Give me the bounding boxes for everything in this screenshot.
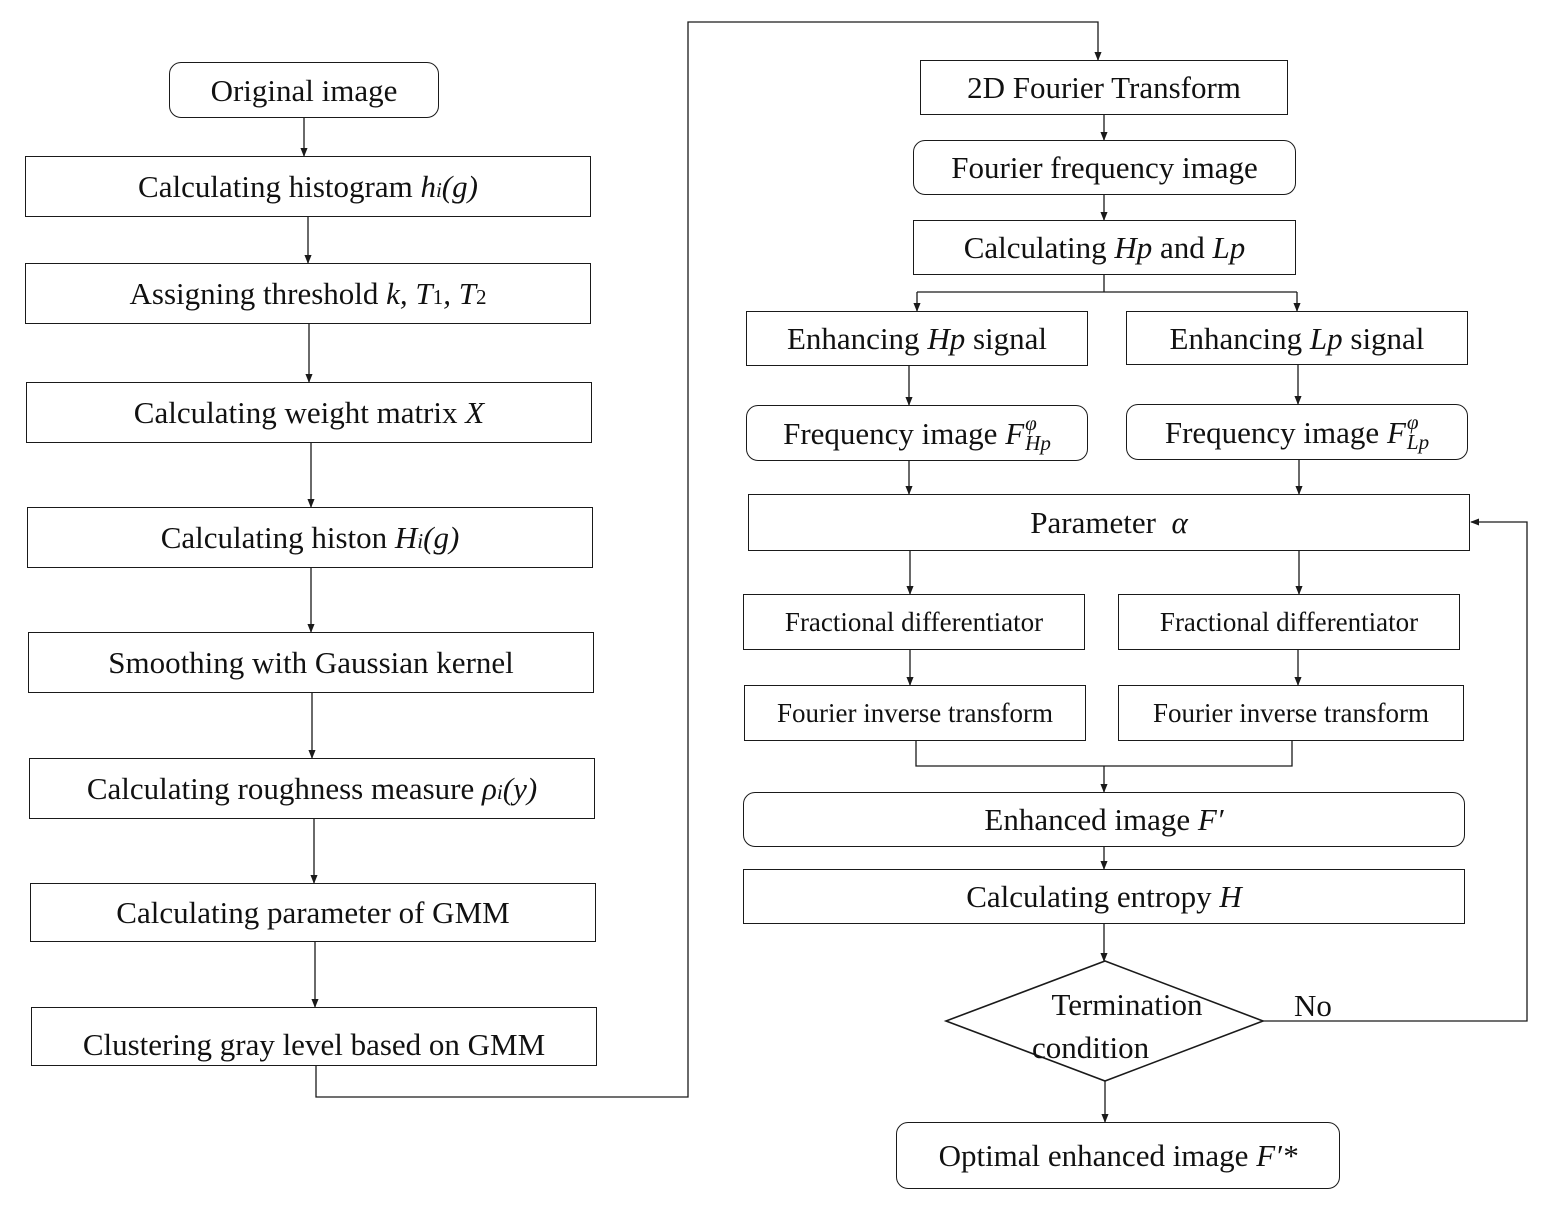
node-original-image: Original image — [169, 62, 439, 118]
node-enhanced-image: Enhanced image F′ — [743, 792, 1465, 847]
node-calculating-entropy: Calculating entropy H — [743, 869, 1465, 924]
label-prefix: Calculating entropy — [966, 879, 1220, 914]
label-subscript: i — [496, 780, 503, 804]
node-original-image-label: Original image — [210, 72, 398, 108]
label-suffix: signal — [965, 321, 1048, 356]
label-prefix: Calculating roughness measure — [86, 771, 482, 806]
edge-clustering-fourier — [315, 21, 1102, 1098]
node-calculating-roughness: Calculating roughness measure ρ i (y) — [29, 758, 595, 819]
label-math-hp: Hp — [1114, 230, 1153, 265]
label-math: F — [1005, 415, 1025, 451]
label-prefix: Calculating histogram — [138, 169, 421, 204]
termination-line-2: condition — [1032, 1030, 1150, 1066]
termination-diamond — [943, 960, 1266, 1082]
node-enhancing-hp: Enhancing Hp signal — [746, 311, 1088, 366]
label-math-mid: , T — [443, 276, 476, 311]
node-2d-fourier-label: 2D Fourier Transform — [967, 70, 1241, 105]
node-optimal-enhanced-image: Optimal enhanced image F′* — [896, 1122, 1340, 1189]
label-subscript-1: 1 — [432, 285, 444, 309]
edge-no-loop — [1263, 518, 1528, 1022]
label-math-lp: Lp — [1212, 230, 1246, 265]
node-fractional-differentiator-2: Fractional differentiator — [1118, 594, 1460, 650]
edge-label-no-text: No — [1294, 988, 1332, 1023]
node-frequency-image-hp: Frequency image F φ Hp — [746, 405, 1088, 461]
label-prefix: Frequency image — [1164, 414, 1387, 450]
label-prefix: Parameter — [1030, 505, 1172, 540]
label-math: h — [420, 169, 436, 204]
node-fourier-freq-label: Fourier frequency image — [951, 150, 1258, 185]
node-calculating-histon: Calculating histon H i (g) — [27, 507, 593, 568]
label-prefix: Optimal enhanced image — [938, 1138, 1257, 1173]
label-subscript: Lp — [1406, 430, 1430, 454]
node-clustering-label: Clustering gray level based on GMM — [82, 1027, 546, 1062]
label-prefix: Enhancing — [1169, 320, 1310, 356]
label-math: k, T — [386, 276, 433, 311]
node-frequency-image-lp: Frequency image F φ Lp — [1126, 404, 1468, 460]
label-math: F′ — [1197, 802, 1224, 837]
node-inv-fourier-2-label: Fourier inverse transform — [1153, 697, 1429, 728]
label-prefix: Calculating weight matrix — [133, 395, 466, 430]
edge-inv-merge — [915, 741, 1293, 767]
label-prefix: Calculating — [963, 230, 1115, 265]
label-subscript: Hp — [1025, 431, 1051, 455]
node-fourier-inverse-2: Fourier inverse transform — [1118, 685, 1464, 741]
node-calculating-weight-matrix: Calculating weight matrix X — [26, 382, 592, 443]
node-assigning-threshold: Assigning threshold k, T 1 , T 2 — [25, 263, 591, 324]
node-smoothing-gaussian: Smoothing with Gaussian kernel — [28, 632, 594, 693]
label-math: F — [1386, 414, 1406, 450]
termination-line-1: Termination — [1051, 987, 1203, 1022]
node-calculating-hp-lp: Calculating Hp and Lp — [913, 220, 1296, 275]
label-math: Lp — [1309, 320, 1343, 356]
label-prefix: Enhancing — [786, 321, 928, 356]
node-fractional-differentiator-1: Fractional differentiator — [743, 594, 1085, 650]
label-math: X — [465, 395, 485, 430]
label-subscript: i — [417, 529, 424, 553]
label-math: F′* — [1256, 1138, 1298, 1173]
label-suffix: (g) — [441, 169, 478, 204]
node-inv-fourier-1-label: Fourier inverse transform — [777, 697, 1053, 728]
node-fourier-frequency-image: Fourier frequency image — [913, 140, 1296, 195]
label-and: and — [1152, 230, 1213, 265]
node-parameter-alpha: Parameter α — [748, 494, 1470, 551]
label-prefix: Calculating histon — [160, 520, 395, 555]
label-prefix: Enhanced image — [984, 802, 1198, 837]
edge-label-no: No — [1294, 988, 1332, 1024]
node-frac-diff-2-label: Fractional differentiator — [1159, 606, 1419, 637]
node-frac-diff-1-label: Fractional differentiator — [784, 606, 1044, 637]
node-calculating-histogram: Calculating histogram h i (g) — [25, 156, 591, 217]
label-math: Hp — [927, 321, 966, 356]
label-superscript: φ — [1025, 410, 1037, 435]
label-math: H — [1219, 879, 1242, 914]
node-calc-gmm-label: Calculating parameter of GMM — [116, 895, 510, 930]
node-fourier-inverse-1: Fourier inverse transform — [744, 685, 1086, 741]
node-termination-condition: Termination condition — [1000, 983, 1236, 1070]
label-prefix: Assigning threshold — [129, 276, 387, 311]
label-subscript: i — [435, 178, 442, 202]
node-enhancing-lp: Enhancing Lp signal — [1126, 311, 1468, 365]
label-suffix: (y) — [502, 771, 538, 806]
label-suffix: (g) — [423, 520, 460, 555]
label-superscript: φ — [1406, 409, 1419, 434]
node-2d-fourier-transform: 2D Fourier Transform — [920, 60, 1288, 115]
label-suffix: signal — [1342, 320, 1425, 356]
label-prefix: Frequency image — [783, 415, 1006, 451]
node-calculating-gmm: Calculating parameter of GMM — [30, 883, 596, 942]
node-smoothing-label: Smoothing with Gaussian kernel — [108, 645, 514, 680]
label-subscript-2: 2 — [475, 285, 487, 309]
label-math: α — [1171, 505, 1188, 540]
node-clustering-gray-level: Clustering gray level based on GMM — [31, 1007, 597, 1066]
label-math: H — [394, 520, 418, 555]
label-math: ρ — [482, 771, 497, 806]
